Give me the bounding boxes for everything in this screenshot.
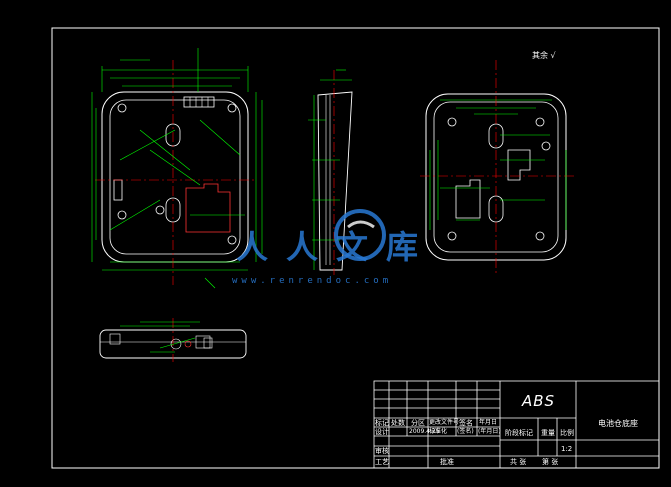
bottom-view-dimensions xyxy=(120,321,200,353)
front-view-outline xyxy=(101,91,249,263)
tb-review: 审核 xyxy=(375,447,389,455)
tb-sign: 签名 xyxy=(459,419,473,427)
scale-value: 1:2 xyxy=(561,445,573,453)
tb-date-value: 2009.4.25 xyxy=(409,428,440,435)
tb-zone: 分区 xyxy=(411,419,425,427)
tb-scale-label: 比例 xyxy=(560,429,574,437)
tb-approve: 批准 xyxy=(440,458,454,466)
tb-stage-mark: 阶段标记 xyxy=(505,429,533,437)
tb-standardize: 标准化 xyxy=(429,428,448,435)
tb-weight: 重量 xyxy=(541,429,555,437)
back-view xyxy=(420,60,575,275)
tb-sign2: (签名) xyxy=(457,428,474,435)
part-name: 电池仓底座 xyxy=(598,419,638,428)
front-view-dimensions xyxy=(91,48,263,289)
title-block xyxy=(373,380,660,469)
tb-date2: (年月日) xyxy=(478,428,501,435)
bottom-view xyxy=(99,318,247,362)
front-view-inner-outline xyxy=(109,99,241,255)
watermark-logo-icon xyxy=(334,209,386,261)
side-view-outline xyxy=(317,91,353,271)
tb-change-doc: 更改文件号 xyxy=(429,419,460,426)
material-label: ABS xyxy=(522,392,556,410)
side-view xyxy=(317,70,353,275)
tb-process: 工艺 xyxy=(375,458,389,466)
drawing-border xyxy=(51,27,660,469)
tb-date: 年月日 xyxy=(479,419,498,426)
tb-mark: 标记 xyxy=(375,419,389,427)
watermark-url: www.renrendoc.com xyxy=(232,276,393,286)
front-view xyxy=(95,60,255,285)
tb-design: 设计 xyxy=(375,428,389,436)
watermark-logo-text: 人人文库 xyxy=(236,228,437,266)
tb-sheet-no: 第 张 xyxy=(542,458,559,466)
roughness-note: 其余 √ xyxy=(532,51,556,60)
tb-total-sheets: 共 张 xyxy=(510,458,527,466)
back-view-dimensions xyxy=(429,99,567,230)
tb-count: 处数 xyxy=(391,419,405,427)
